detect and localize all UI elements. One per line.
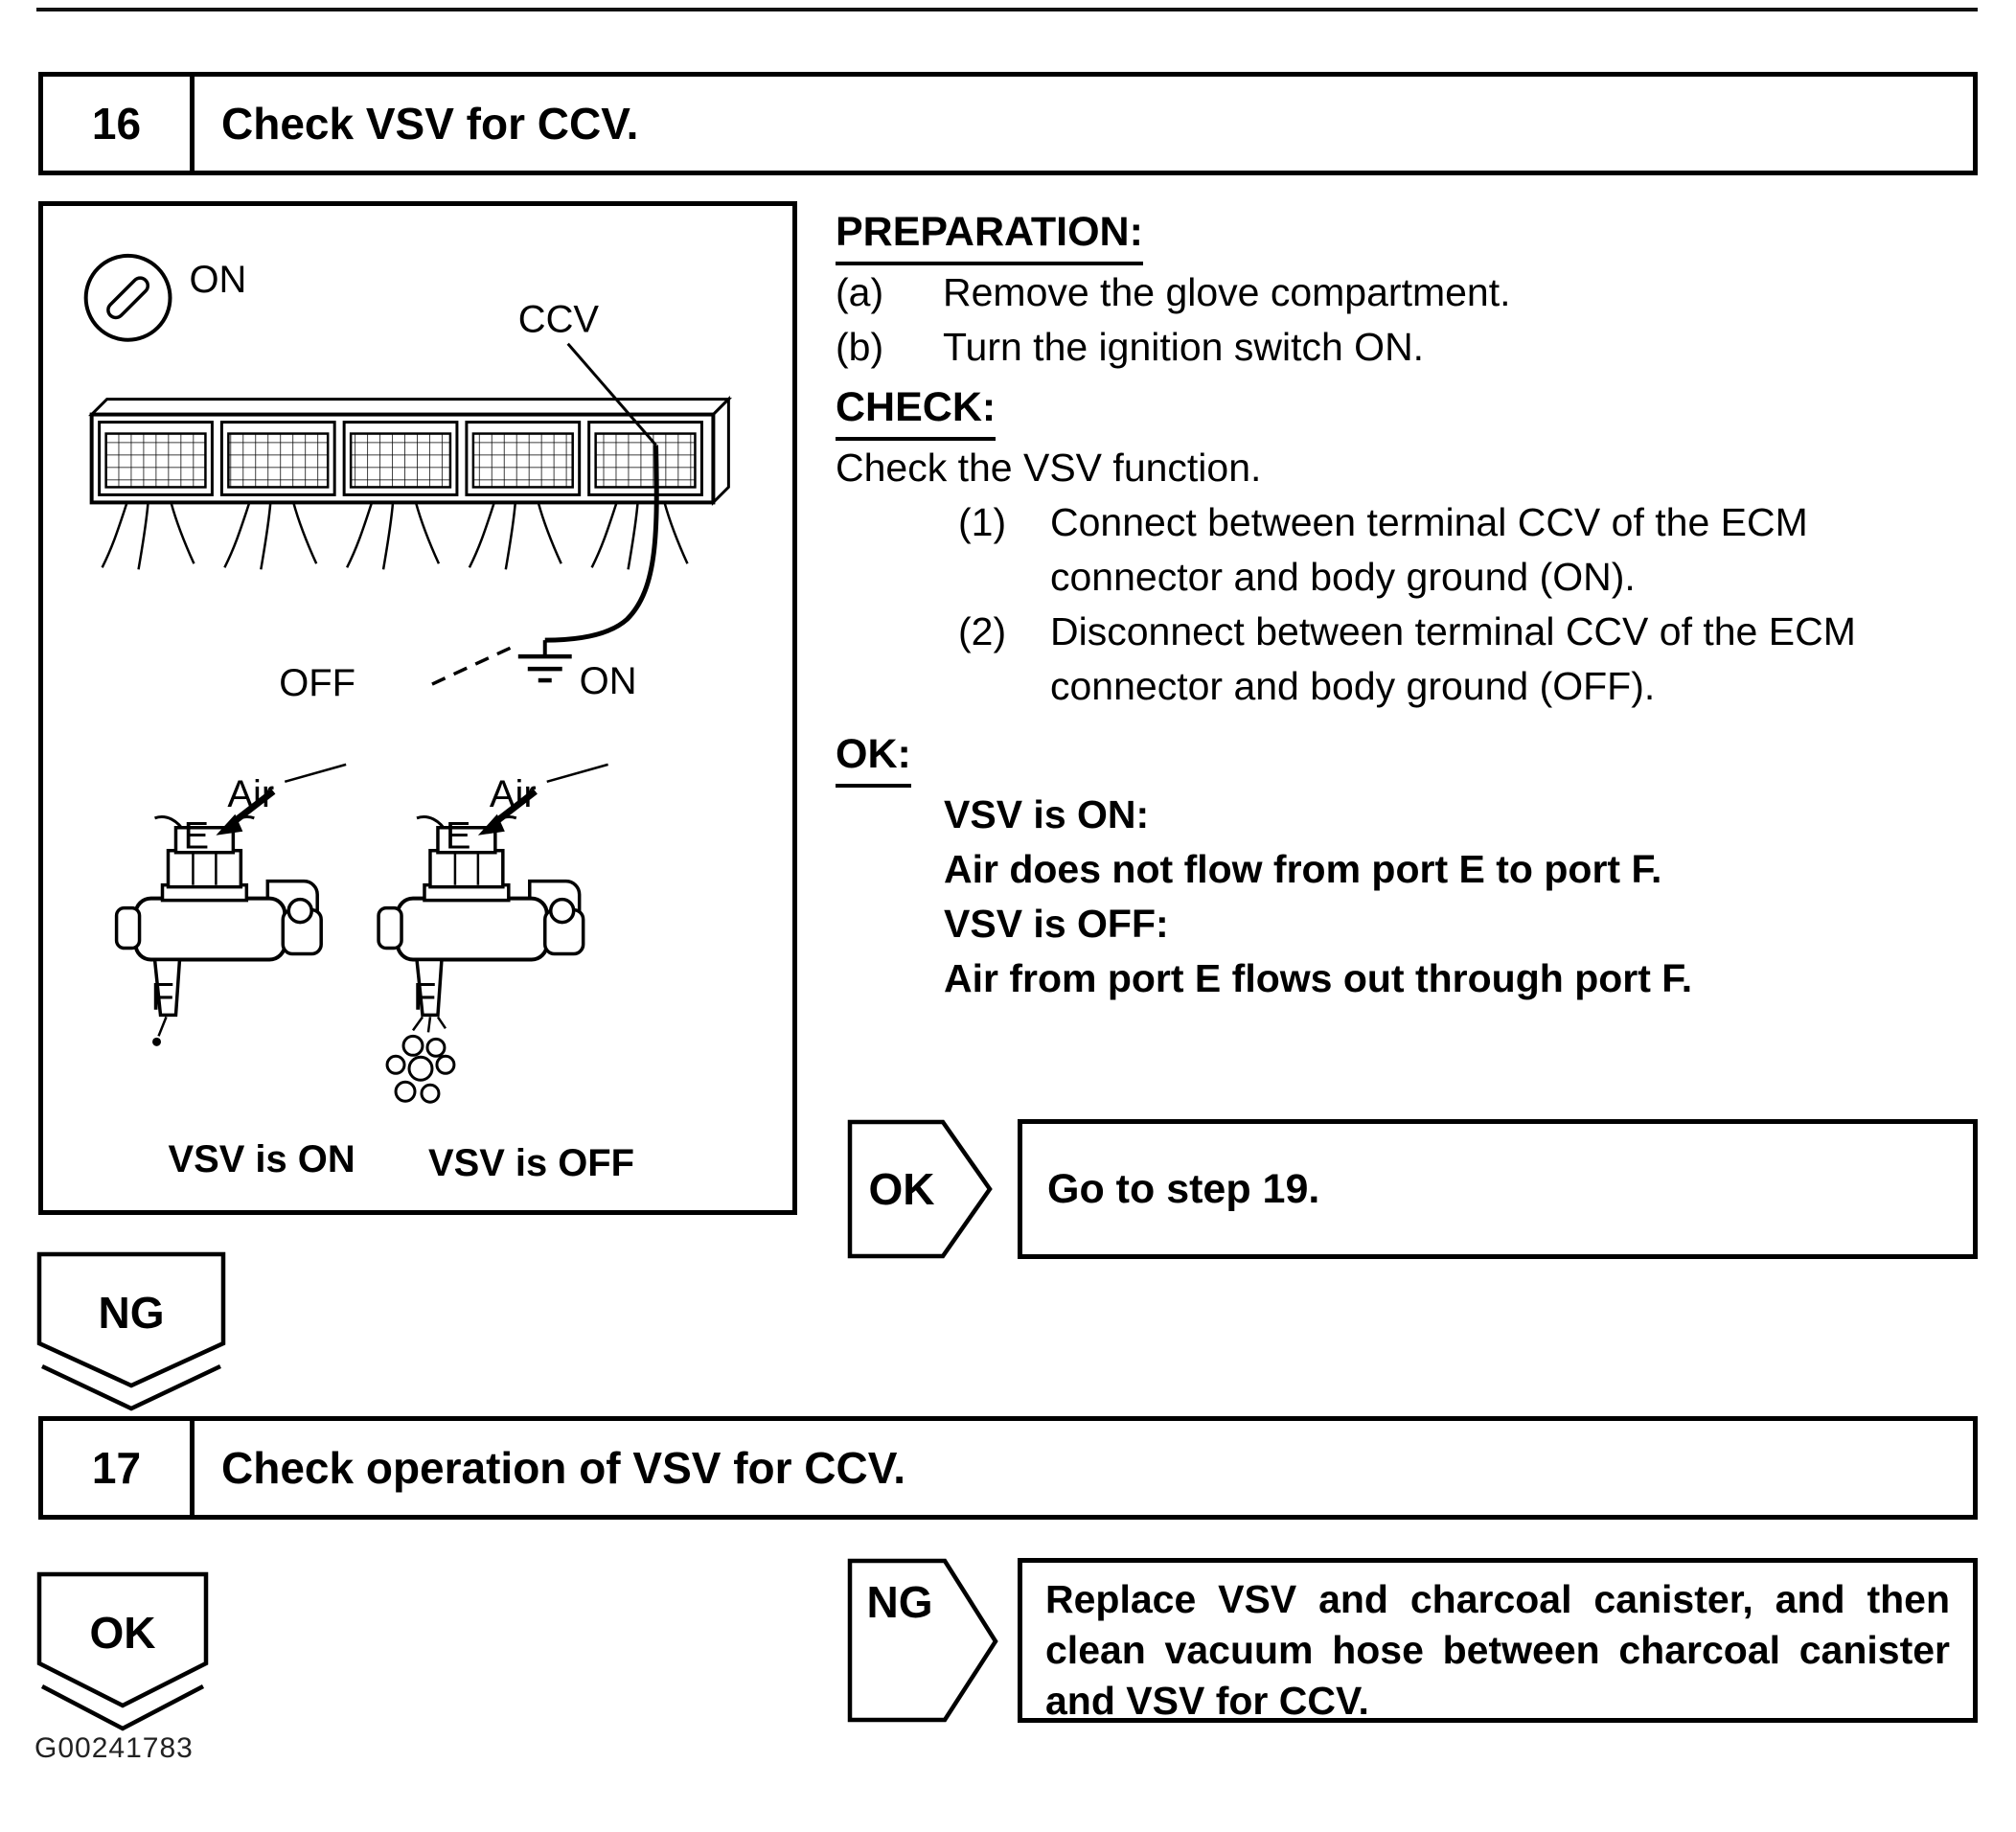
vsv-off-valve-drawing [377, 814, 585, 1018]
off-label: OFF [279, 662, 355, 704]
ng-branch-arrow: NG [847, 1558, 998, 1723]
port-e-label-on: E [183, 815, 209, 858]
air-flow-arrow-on [216, 763, 347, 836]
step-17-title: Check operation of VSV for CCV. [221, 1443, 905, 1493]
ignition-key-icon [83, 253, 172, 342]
valve-off-caption: VSV is OFF [428, 1142, 634, 1184]
prep-item-marker: (b) [836, 325, 884, 369]
air-label-on: Air [227, 773, 274, 815]
step-16-header: 16 Check VSV for CCV. [38, 72, 1978, 175]
ok-criterion: VSV is ON: [944, 792, 1150, 836]
ng-branch-label: NG [867, 1577, 933, 1627]
no-flow-drip [152, 1016, 168, 1046]
ccv-pointer-line [566, 342, 657, 447]
port-f-label-on: F [151, 975, 174, 1018]
ok-flow-connector: OK [36, 1571, 209, 1731]
ng-flow-connector: NG [36, 1251, 226, 1411]
figure-code: G00241783 [34, 1732, 194, 1764]
step-16-number: 16 [43, 77, 195, 171]
figure-box: ON CCV OFF ON [38, 201, 797, 1215]
ignition-on-label: ON [189, 259, 246, 301]
ccv-ground-wire [544, 445, 659, 643]
ground-symbol [517, 640, 572, 683]
check-item-marker: (2) [958, 609, 1007, 653]
ok-heading: OK: [836, 727, 911, 788]
ok-action-text: Go to step 19. [1047, 1165, 1320, 1212]
check-item-marker: (1) [958, 500, 1007, 544]
ok-criterion: Air from port E flows out through port F… [944, 956, 1693, 1000]
air-puffs [385, 1016, 456, 1104]
ok-action-box: Go to step 19. [1018, 1119, 1978, 1259]
ng-connector-label: NG [99, 1288, 165, 1338]
step-16-title: Check VSV for CCV. [221, 99, 639, 149]
ok-criterion: VSV is OFF: [944, 902, 1169, 946]
instructions: PREPARATION: (a) Remove the glove compar… [836, 205, 1985, 1006]
check-item-text: Connect between terminal CCV of the ECM … [1050, 500, 1808, 599]
page-top-rule [36, 8, 1978, 11]
port-f-label-off: F [413, 975, 436, 1018]
check-item-text: Disconnect between terminal CCV of the E… [1050, 609, 1856, 708]
preparation-heading: PREPARATION: [836, 205, 1143, 265]
ok-criterion: Air does not flow from port E to port F. [944, 847, 1662, 891]
ecm-connector-drawing [88, 396, 732, 570]
prep-item-marker: (a) [836, 270, 884, 314]
air-flow-arrow-off [477, 763, 608, 836]
check-item: (1) Connect between terminal CCV of the … [958, 495, 1985, 605]
port-e-label-off: E [446, 815, 471, 858]
air-label-off: Air [490, 773, 537, 815]
on-label: ON [580, 660, 637, 702]
ng-action-box: Replace VSV and charcoal canister, and t… [1018, 1558, 1978, 1723]
connector-wires [101, 502, 689, 570]
prep-item: (a) Remove the glove compartment. [836, 265, 1985, 320]
prep-item-text: Remove the glove compartment. [943, 270, 1511, 314]
prep-item: (b) Turn the ignition switch ON. [836, 320, 1985, 375]
prep-item-text: Turn the ignition switch ON. [943, 325, 1425, 369]
ok-connector-label: OK [90, 1608, 156, 1658]
step-17-header: 17 Check operation of VSV for CCV. [38, 1416, 1978, 1520]
check-heading: CHECK: [836, 380, 997, 441]
vsv-figure-art: ON CCV OFF ON [83, 253, 732, 1184]
check-intro: Check the VSV function. [836, 446, 1262, 490]
ccv-label: CCV [518, 299, 600, 341]
ok-branch-arrow: OK [847, 1119, 993, 1259]
valve-on-caption: VSV is ON [168, 1138, 355, 1180]
check-item: (2) Disconnect between terminal CCV of t… [958, 605, 1985, 714]
step-17-number: 17 [43, 1421, 195, 1515]
ok-branch-label: OK [869, 1164, 935, 1214]
off-dashed-line [431, 646, 512, 686]
ng-action-text: Replace VSV and charcoal canister, and t… [1045, 1577, 1950, 1723]
vsv-on-valve-drawing [114, 814, 324, 1018]
